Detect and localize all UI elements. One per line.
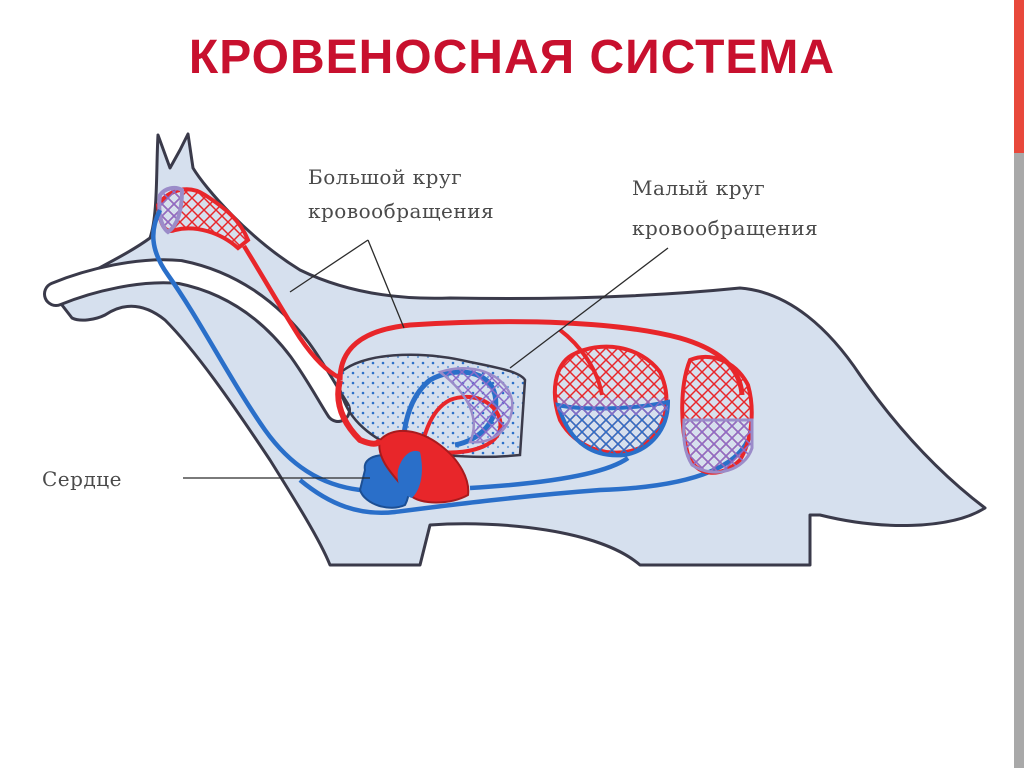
- leader-systemic-1: [289, 239, 369, 293]
- accent-bar-top: [1014, 0, 1024, 153]
- accent-bar-bottom: [1014, 153, 1024, 768]
- label-pulmonary-circulation-line1: Малый круг: [632, 176, 765, 200]
- leader-pulmonary: [509, 247, 669, 369]
- label-systemic-circulation-line2: кровообращения: [308, 199, 494, 223]
- carotid-artery: [242, 244, 342, 381]
- lung-capillaries: [437, 367, 514, 444]
- aorta: [337, 319, 745, 396]
- slide-title: КРОВЕНОСНАЯ СИСТЕМА: [188, 31, 836, 84]
- label-pulmonary-circulation-line2: кровообращения: [632, 216, 818, 240]
- vena-cava-anterior: [151, 208, 361, 493]
- label-heart: Сердце: [42, 467, 122, 491]
- portal-vein: [469, 456, 630, 491]
- vena-cava-posterior: [298, 438, 751, 515]
- accent-bar: [1014, 0, 1024, 768]
- label-leaders: [183, 239, 669, 479]
- label-systemic-circulation-line1: Большой круг: [308, 165, 462, 189]
- leader-systemic-2: [367, 239, 405, 329]
